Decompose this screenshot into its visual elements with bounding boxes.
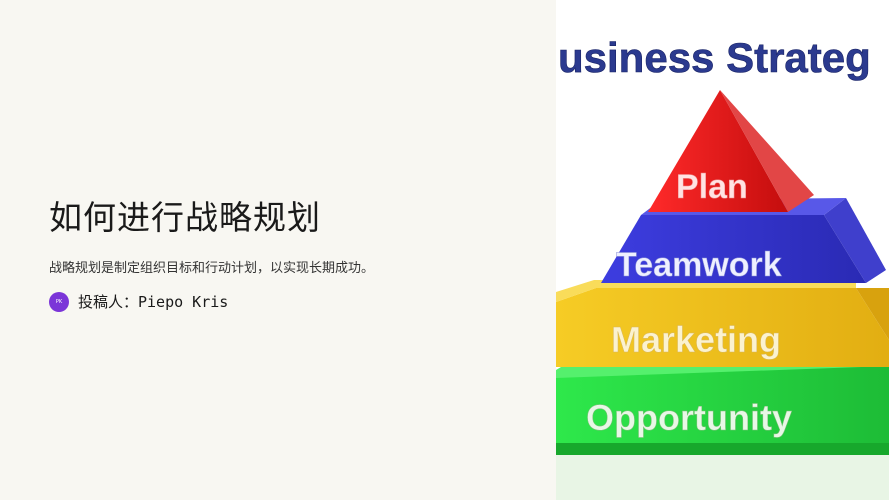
level-label-opportunity: Opportunity [586,397,792,438]
pyramid-heading: usiness Strateg [558,34,871,81]
level-opportunity: Opportunity [556,358,889,500]
level-label-plan: Plan [676,168,748,206]
pyramid-illustration: usiness Strateg Opportunity Marketing [556,34,889,500]
page-subtitle: 战略规划是制定组织目标和行动计划，以实现长期成功。 [49,261,375,276]
page-title: 如何进行战略规划 [49,198,321,237]
author-row: PK 投稿人：Piepo Kris [49,291,228,312]
level-label-marketing: Marketing [611,319,781,360]
level-plan: Plan [648,90,814,212]
text-panel: 如何进行战略规划 战略规划是制定组织目标和行动计划，以实现长期成功。 PK 投稿… [49,198,375,312]
pyramid-image: usiness Strateg Opportunity Marketing [556,0,889,500]
level-marketing: Marketing [556,280,889,367]
avatar: PK [49,291,69,312]
level-label-teamwork: Teamwork [616,246,782,284]
author-label: 投稿人：Piepo Kris [78,293,229,311]
